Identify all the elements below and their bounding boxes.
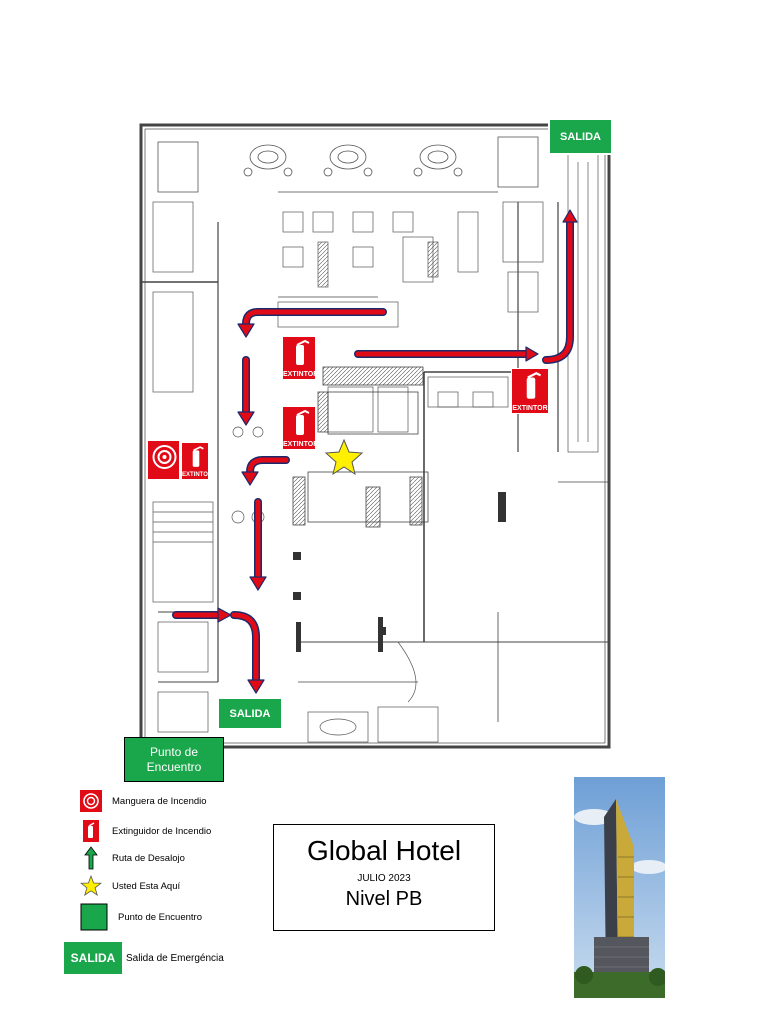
extinguisher-label: EXTINTOR — [182, 472, 213, 478]
fire-extinguisher-icon — [192, 446, 204, 467]
extinguisher-sign: EXTINTOR — [511, 368, 549, 414]
star-icon — [80, 875, 102, 896]
legend-item: SALIDA Salida de Emergéncia — [62, 940, 224, 976]
you-are-here-star — [324, 438, 364, 476]
legend-label: Usted Esta Aquí — [112, 880, 181, 892]
exit-sign-top-right: SALIDA — [548, 118, 613, 155]
plan-date: JULIO 2023 — [357, 873, 411, 884]
fire-extinguisher-icon — [526, 372, 542, 399]
hotel-tower-image — [574, 777, 665, 998]
extinguisher-sign: EXTINTOR — [181, 442, 213, 480]
restaurant-tables — [277, 211, 479, 433]
extinguisher-sign: EXTINTOR — [282, 336, 319, 380]
hose-reel-icon — [152, 445, 177, 469]
lounge-furniture — [157, 136, 539, 193]
title-block: Global Hotel JULIO 2023 Nivel PB — [273, 824, 495, 931]
legend-label: Extinguidor de Incendio — [112, 825, 212, 837]
left-rooms — [152, 201, 265, 733]
building-walls — [139, 123, 611, 749]
hotel-title: Global Hotel — [306, 835, 462, 866]
extinguisher-sign: EXTINTOR — [282, 406, 319, 450]
legend-label: Salida de Emergéncia — [126, 952, 224, 964]
meeting-point-label: Punto de Encuentro — [146, 744, 202, 774]
legend-item: Manguera de Incendio — [80, 788, 207, 814]
fire-extinguisher-icon — [83, 820, 99, 842]
extinguisher-label: EXTINTOR — [283, 441, 319, 448]
fire-extinguisher-icon — [296, 339, 310, 365]
legend-label: Ruta de Desalojo — [112, 852, 185, 864]
fire-extinguisher-icon — [296, 409, 310, 435]
legend-item: Punto de Encuentro — [80, 902, 202, 932]
hose-reel-sign — [147, 440, 180, 480]
legend-item: Extinguidor de Incendio — [80, 818, 211, 844]
green-arrow-icon — [84, 846, 98, 870]
legend-label: Manguera de Incendio — [112, 795, 207, 807]
extinguisher-label: EXTINTOR — [512, 405, 548, 412]
green-square-icon — [80, 903, 108, 931]
legend-item: Usted Esta Aquí — [80, 873, 180, 899]
garage-area — [307, 641, 439, 743]
extinguisher-label: EXTINTOR — [283, 371, 319, 378]
columns — [293, 492, 506, 652]
hose-reel-icon — [80, 790, 102, 812]
exit-sign-bottom: SALIDA — [217, 697, 283, 730]
floor-plan — [139, 123, 611, 749]
floor-level: Nivel PB — [345, 888, 423, 910]
legend-label: Punto de Encuentro — [118, 911, 202, 923]
exit-sign-icon: SALIDA — [62, 940, 124, 976]
evacuation-routes — [172, 209, 578, 694]
legend-item: Ruta de Desalojo — [80, 845, 185, 871]
meeting-point-box: Punto de Encuentro — [124, 737, 224, 782]
elevator-core — [292, 366, 429, 528]
